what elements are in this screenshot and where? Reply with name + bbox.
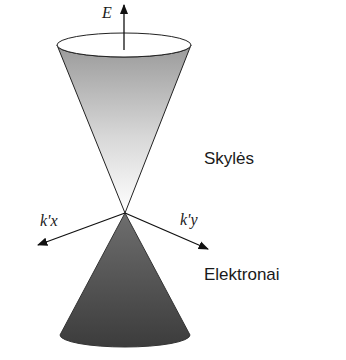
region-label: Skylės <box>204 150 254 169</box>
hole-cone <box>57 45 191 213</box>
axis-label: k'x <box>40 212 58 230</box>
energy-axis <box>123 5 124 50</box>
kx-axis <box>38 213 125 245</box>
axis-label: E <box>102 4 112 22</box>
region-label: Elektronai <box>204 266 280 285</box>
axis-label: k'y <box>180 211 198 229</box>
